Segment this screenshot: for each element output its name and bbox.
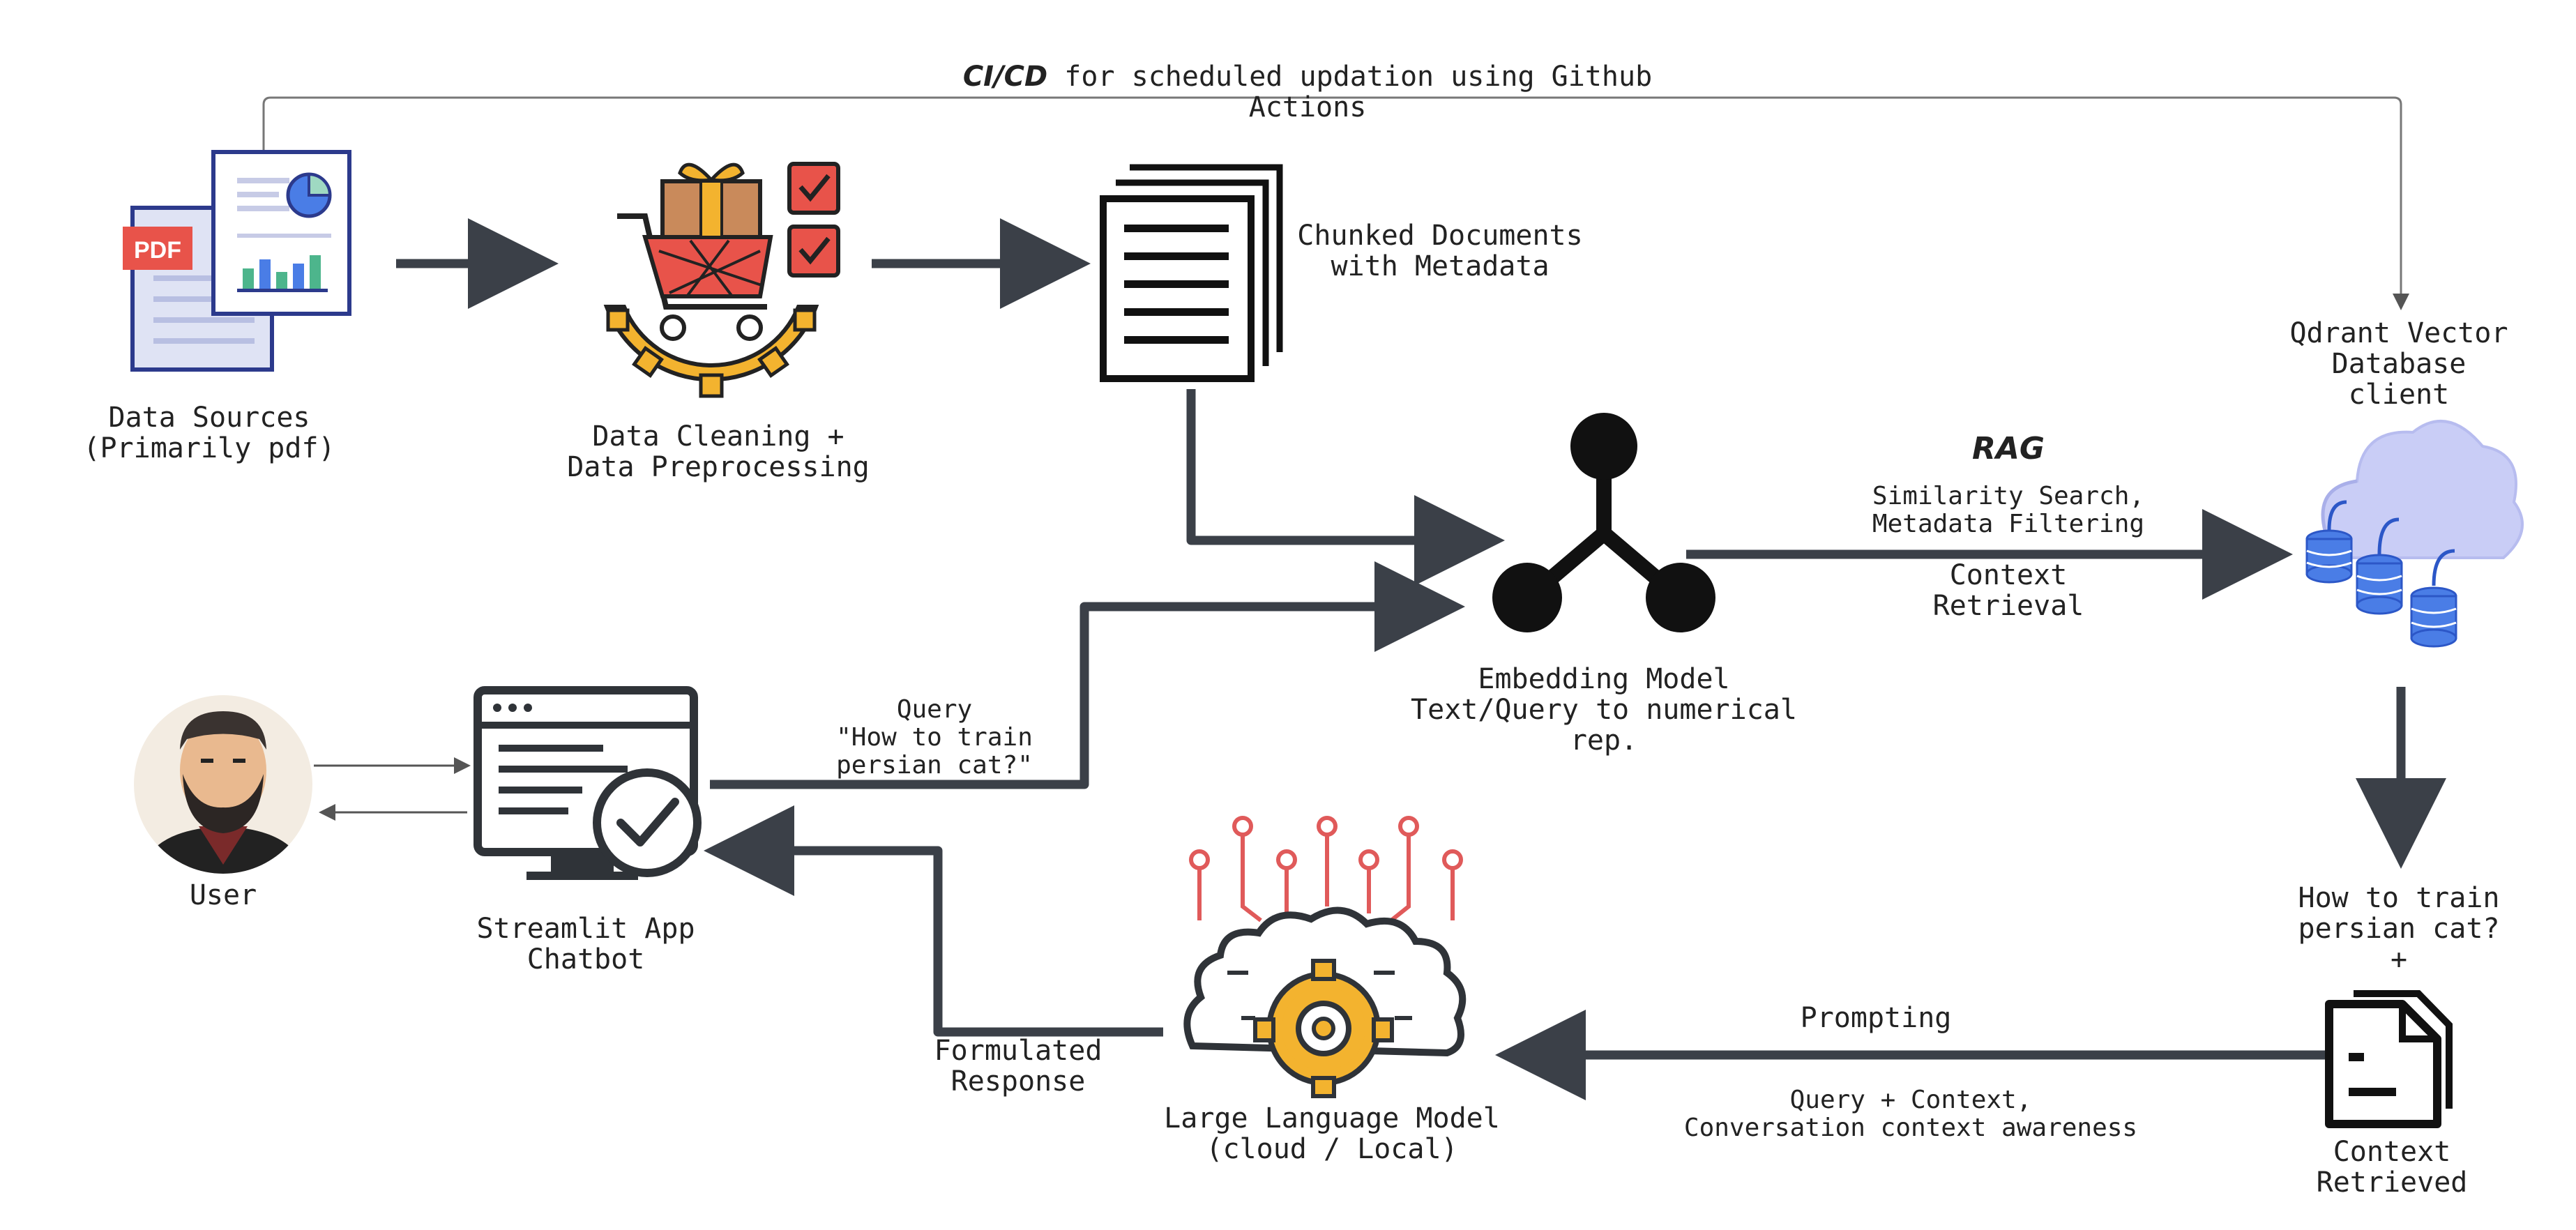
- cicd-text: for scheduled updation using Github: [1047, 61, 1653, 93]
- qdrant-label: Qdrant Vector Database client: [2259, 318, 2538, 410]
- query-context-label: Query + Context, Conversation context aw…: [1604, 1086, 2218, 1142]
- data-cleaning-label: Data Cleaning + Data Preprocessing: [544, 421, 893, 483]
- embedding-line3: rep.: [1570, 724, 1638, 757]
- llm-line1: Large Language Model: [1164, 1102, 1500, 1134]
- cart-gear-icon: [603, 162, 840, 398]
- query-label: Query "How to train persian cat?": [788, 696, 1081, 780]
- document-icon: [2325, 990, 2453, 1128]
- context-retrieval-label: Context Retrieval: [1883, 560, 2134, 621]
- embedding-line1: Embedding Model: [1478, 663, 1730, 695]
- howto-label: How to train persian cat? +: [2259, 883, 2538, 975]
- cicd-text-line2: Actions: [1248, 91, 1367, 123]
- similarity-search-label: Similarity Search, Metadata Filtering: [1813, 483, 2204, 538]
- chunked-documents-label: Chunked Documents with Metadata: [1287, 220, 1593, 282]
- cicd-prefix: CI/CD: [962, 61, 1048, 93]
- query-line1: Query: [896, 695, 973, 724]
- formulated-response-label: Formulated Response: [886, 1035, 1151, 1097]
- data-sources-line1: Data Sources: [108, 402, 310, 434]
- prompting-label: Prompting: [1800, 1002, 1952, 1034]
- howto-line1: How to train: [2298, 882, 2500, 914]
- streamlit-label: Streamlit App Chatbot: [418, 913, 753, 975]
- cicd-label: CI/CD for scheduled updation using Githu…: [907, 61, 1709, 123]
- response-line1: Formulated: [934, 1035, 1103, 1067]
- arrow-llm-to-streamlit: [704, 805, 1163, 1037]
- howto-line3: +: [2390, 943, 2408, 975]
- query-line3: persian cat?": [836, 751, 1033, 780]
- user-label: User: [189, 879, 257, 911]
- hub-icon: [1492, 413, 1715, 632]
- streamlit-line1: Streamlit App: [476, 913, 695, 945]
- query-context-line1: Query + Context,: [1789, 1086, 2032, 1114]
- llm-line2: (cloud / Local): [1206, 1133, 1458, 1165]
- rag-line2: Metadata Filtering: [1872, 510, 2145, 538]
- ctx-retrieval-line2: Retrieval: [1932, 590, 2084, 622]
- context-retrieved-line1: Context: [2333, 1136, 2451, 1168]
- documents-icon: [1100, 164, 1283, 382]
- cicd-connector: [262, 96, 2409, 310]
- qdrant-line1: Qdrant Vector: [2289, 317, 2508, 349]
- context-retrieved-label: Context Retrieved: [2266, 1137, 2517, 1198]
- qdrant-line2: Database: [2331, 348, 2467, 380]
- chunked-line1: Chunked Documents: [1297, 220, 1583, 252]
- chunked-line2: with Metadata: [1331, 250, 1550, 282]
- rag-line1: Similarity Search,: [1872, 482, 2145, 510]
- rag-title: RAG: [1971, 431, 2045, 466]
- arrow-streamlit-to-embedding: [710, 561, 1465, 789]
- arrow-chunked-to-embedding: [1186, 389, 1505, 586]
- query-context-line2: Conversation context awareness: [1683, 1114, 2138, 1142]
- llm-label: Large Language Model (cloud / Local): [1116, 1103, 1548, 1164]
- monitor-check-icon: [473, 686, 702, 880]
- qdrant-line3: client: [2348, 379, 2450, 411]
- data-sources-line2: (Primarily pdf): [83, 432, 335, 464]
- query-line2: "How to train: [836, 723, 1033, 752]
- data-sources-label: Data Sources (Primarily pdf): [63, 402, 356, 464]
- pdf-document-icon: PDF: [123, 150, 351, 372]
- context-retrieved-line2: Retrieved: [2316, 1167, 2468, 1199]
- ctx-retrieval-line1: Context: [1949, 559, 2068, 591]
- user-avatar-icon: [134, 695, 312, 874]
- embedding-model-label: Embedding Model Text/Query to numerical …: [1367, 664, 1841, 756]
- data-cleaning-line2: Data Preprocessing: [567, 451, 870, 483]
- cloud-database-icon: [2305, 420, 2524, 648]
- howto-line2: persian cat?: [2298, 913, 2500, 945]
- response-line2: Response: [950, 1065, 1086, 1098]
- brain-gear-icon: [1183, 816, 1467, 1098]
- data-cleaning-line1: Data Cleaning +: [592, 420, 844, 453]
- embedding-line2: Text/Query to numerical: [1411, 694, 1797, 726]
- streamlit-line2: Chatbot: [526, 943, 645, 975]
- pdf-tag-text: PDF: [134, 237, 181, 264]
